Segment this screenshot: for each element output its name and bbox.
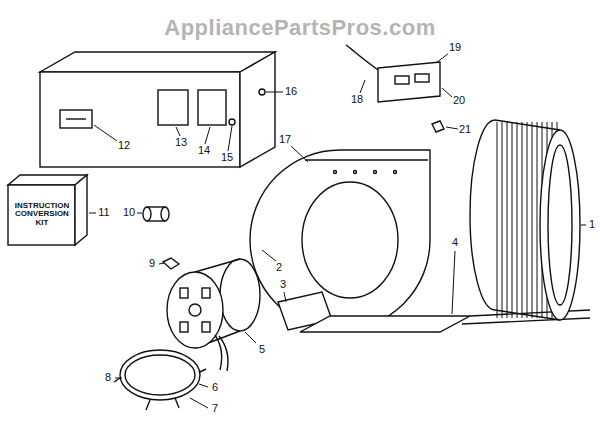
callout-number: 5 (258, 344, 266, 356)
box-text: INSTRUCTION CONVERSION KIT (14, 202, 70, 227)
callout-number: 18 (350, 94, 364, 106)
callout-number: 9 (148, 258, 156, 270)
callout-number: 10 (122, 207, 136, 219)
callout-number: 12 (117, 140, 131, 152)
watermark: AppliancePartsPros.com (164, 16, 435, 39)
motor-mount (114, 350, 206, 410)
callout-number: 13 (174, 137, 188, 149)
control-panel (40, 52, 275, 167)
callout-number: 11 (97, 207, 110, 219)
callout-number: 2 (275, 262, 283, 274)
callout-number: 8 (104, 372, 112, 384)
callout-number: 7 (211, 403, 219, 415)
callout-number: 20 (452, 95, 466, 107)
callout-number: 17 (278, 134, 292, 146)
capacitor (143, 207, 169, 221)
callout-number: 1 (588, 219, 596, 231)
callout-number: 19 (448, 42, 462, 54)
callout-number: 16 (284, 86, 298, 98)
leader-lines (89, 53, 586, 408)
junction-box (346, 45, 444, 132)
callout-number: 3 (279, 279, 287, 291)
callout-number: 4 (451, 237, 459, 249)
blower-wheel (470, 120, 580, 320)
callout-number: 15 (220, 152, 234, 164)
callout-number: 21 (458, 124, 472, 136)
callout-number: 6 (211, 382, 219, 394)
kit-box (8, 175, 87, 245)
blower-housing (250, 150, 430, 330)
callout-number: 14 (197, 145, 211, 157)
mount-clip (163, 258, 179, 269)
